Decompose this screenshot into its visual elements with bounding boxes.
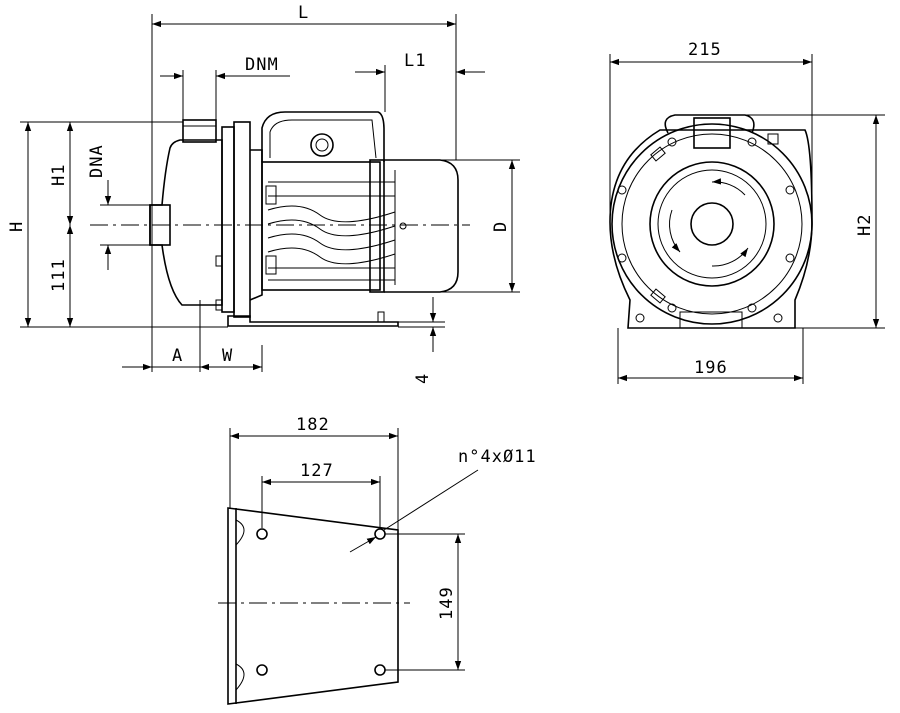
dim-215: 215 — [688, 40, 722, 60]
dim-holes: n°4xØ11 — [458, 447, 537, 467]
dim-W: W — [222, 346, 233, 366]
dim-H: H — [7, 221, 27, 232]
side-view — [20, 14, 520, 372]
front-view — [609, 54, 885, 384]
dim-127: 127 — [300, 461, 334, 481]
dim-DNM: DNM — [245, 55, 279, 75]
dim-H2: H2 — [855, 214, 875, 236]
dim-H1: H1 — [49, 164, 69, 186]
dim-111: 111 — [49, 258, 69, 292]
dim-L1: L1 — [404, 51, 426, 71]
dim-DNA: DNA — [87, 144, 107, 178]
dim-196: 196 — [694, 358, 728, 378]
dimension-labels: L L1 DNM DNA H H1 111 D A W 4 215 H2 196… — [7, 3, 875, 620]
dim-L: L — [298, 3, 309, 23]
dim-182: 182 — [296, 415, 330, 435]
dim-4: 4 — [413, 373, 433, 384]
dim-149: 149 — [437, 586, 457, 620]
dim-A: A — [172, 346, 183, 366]
dim-D: D — [491, 221, 511, 232]
base-plate-view — [218, 428, 479, 705]
